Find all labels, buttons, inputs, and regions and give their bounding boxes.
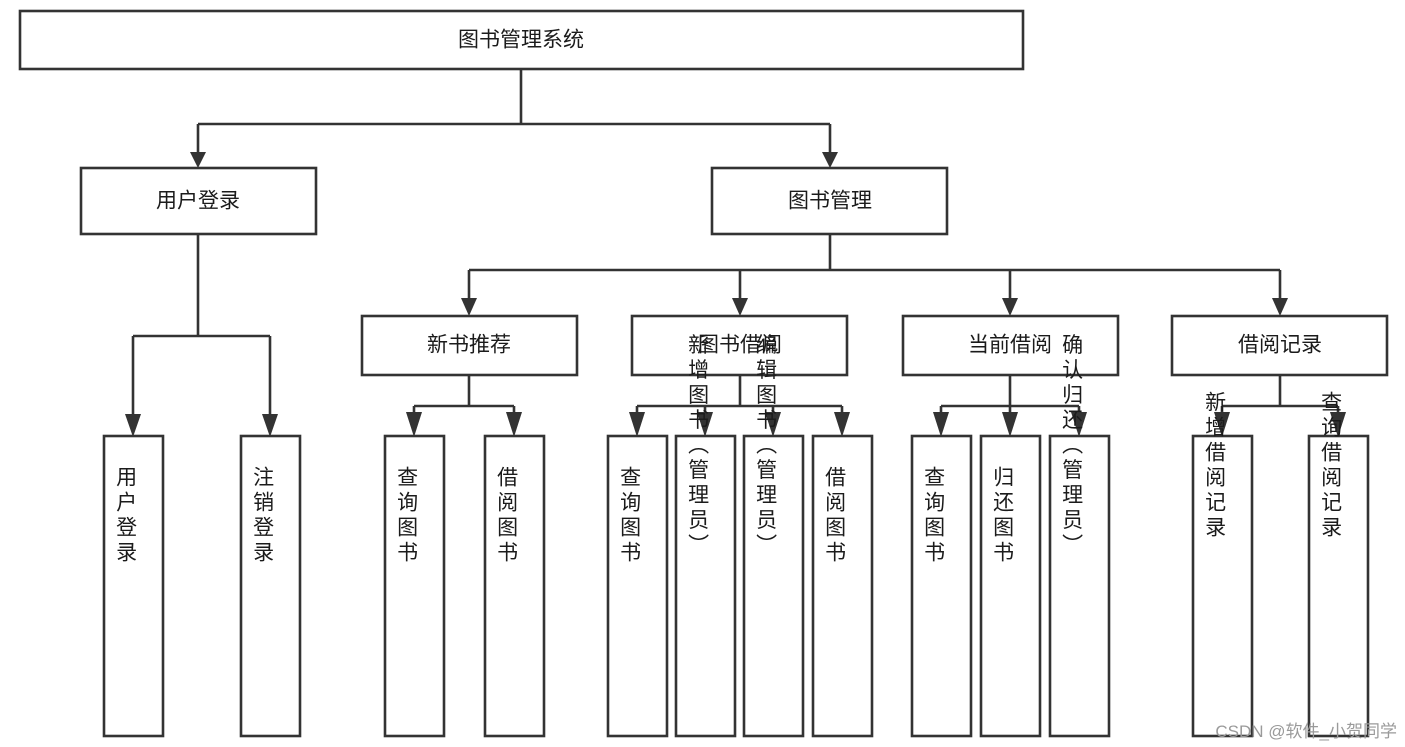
node-new-book-rec-box[interactable] [360, 314, 579, 377]
node-leaf-add-record-box[interactable] [1191, 434, 1254, 738]
node-leaf-query-book-2-box[interactable] [606, 434, 669, 738]
node-leaf-user-login[interactable]: 用户登录 [102, 434, 165, 738]
node-leaf-user-login-box[interactable] [102, 434, 165, 738]
arrow-to-book-mgmt [822, 152, 838, 168]
node-new-book-rec[interactable]: 新书推荐 [360, 314, 579, 377]
node-current-borrow-label: 当前借阅 [968, 334, 1052, 357]
node-leaf-logout[interactable]: 注销登录 [239, 434, 302, 738]
node-current-borrow-box[interactable] [901, 314, 1120, 377]
node-leaf-query-record[interactable]: 查询借阅记录 [1307, 391, 1370, 738]
node-borrow-record-box[interactable] [1170, 314, 1389, 377]
connector-group-book-borrow-to-leaves [629, 375, 850, 437]
node-leaf-confirm-return-box[interactable] [1048, 434, 1111, 738]
node-leaf-logout-label: 注销登录 [251, 466, 275, 566]
node-leaf-return-book-box[interactable] [979, 434, 1042, 738]
connector-group-book-mgmt-to-level2 [461, 234, 1288, 316]
arrow-to-leaf-query-record [1330, 412, 1346, 437]
node-leaf-edit-book-label: 编辑图书（管理员） [754, 334, 778, 559]
node-leaf-edit-book-box[interactable] [742, 434, 805, 738]
node-leaf-query-book-1[interactable]: 查询图书 [383, 434, 446, 738]
node-leaf-edit-book[interactable]: 编辑图书（管理员） [742, 334, 805, 738]
node-leaf-return-book[interactable]: 归还图书 [979, 434, 1042, 738]
node-leaf-query-record-label: 查询借阅记录 [1319, 391, 1343, 541]
node-leaf-add-book-box[interactable] [674, 434, 737, 738]
arrow-to-book-borrow [732, 298, 748, 316]
arrow-to-leaf-add-record [1214, 412, 1230, 437]
node-leaf-borrow-book-1-label: 借阅图书 [495, 466, 519, 566]
connector-group-root-to-level1 [190, 69, 838, 168]
node-book-mgmt-box[interactable] [710, 166, 949, 236]
node-book-mgmt[interactable]: 图书管理 [710, 166, 949, 236]
node-leaf-add-book-label: 新增图书（管理员） [686, 334, 710, 559]
node-borrow-record-label: 借阅记录 [1238, 334, 1322, 357]
node-user-login-label: 用户登录 [156, 190, 240, 213]
node-leaf-confirm-return-label: 确认归还（管理员） [1060, 334, 1084, 559]
node-leaf-query-book-2[interactable]: 查询图书 [606, 434, 669, 738]
node-root[interactable]: 图书管理系统 [18, 9, 1025, 71]
node-root-label: 图书管理系统 [458, 29, 584, 52]
arrow-to-leaf-add-book [697, 412, 713, 437]
node-leaf-borrow-book-1-box[interactable] [483, 434, 546, 738]
node-user-login-box[interactable] [79, 166, 318, 236]
node-leaf-add-record-label: 新增借阅记录 [1203, 391, 1227, 541]
node-book-mgmt-label: 图书管理 [788, 190, 872, 213]
arrow-to-leaf-query-book-1 [406, 412, 422, 437]
arrow-to-leaf-confirm-return [1071, 412, 1087, 437]
arrow-to-leaf-edit-book [765, 412, 781, 437]
arrow-to-leaf-query-book-2 [629, 412, 645, 437]
arrow-to-leaf-user-login [125, 414, 141, 437]
node-new-book-rec-label: 新书推荐 [427, 334, 511, 357]
arrow-to-borrow-record [1272, 298, 1288, 316]
node-leaf-query-book-3-label: 查询图书 [922, 466, 946, 566]
connector-group-borrow-record-to-leaves [1214, 375, 1346, 437]
node-leaf-query-book-3[interactable]: 查询图书 [910, 434, 973, 738]
node-leaf-add-book[interactable]: 新增图书（管理员） [674, 334, 737, 738]
arrow-to-new-book-rec [461, 298, 477, 316]
connector-group-new-book-rec-to-leaves [406, 375, 522, 437]
node-leaf-borrow-book-2-label: 借阅图书 [823, 466, 847, 566]
node-leaf-borrow-book-1[interactable]: 借阅图书 [483, 434, 546, 738]
node-leaf-return-book-label: 归还图书 [991, 466, 1015, 566]
arrow-to-leaf-borrow-book-2 [834, 412, 850, 437]
node-book-borrow-box[interactable] [630, 314, 849, 377]
node-leaf-logout-box[interactable] [239, 434, 302, 738]
node-current-borrow[interactable]: 当前借阅 [901, 314, 1120, 377]
node-leaf-query-record-box[interactable] [1307, 434, 1370, 738]
arrow-to-leaf-borrow-book-1 [506, 412, 522, 437]
arrow-to-leaf-query-book-3 [933, 412, 949, 437]
node-book-borrow[interactable]: 图书借阅 [630, 314, 849, 377]
arrow-to-current-borrow [1002, 298, 1018, 316]
node-borrow-record[interactable]: 借阅记录 [1170, 314, 1389, 377]
arrow-to-leaf-logout [262, 414, 278, 437]
arrow-to-user-login [190, 152, 206, 168]
node-leaf-borrow-book-2-box[interactable] [811, 434, 874, 738]
node-leaf-confirm-return[interactable]: 确认归还（管理员） [1048, 334, 1111, 738]
node-leaf-user-login-label: 用户登录 [114, 466, 138, 566]
node-leaf-query-book-1-box[interactable] [383, 434, 446, 738]
node-leaf-query-book-2-label: 查询图书 [618, 466, 642, 566]
node-leaf-query-book-1-label: 查询图书 [395, 466, 419, 566]
node-user-login[interactable]: 用户登录 [79, 166, 318, 236]
node-leaf-add-record[interactable]: 新增借阅记录 [1191, 391, 1254, 738]
connector-group-current-borrow-to-leaves [933, 375, 1087, 437]
node-book-borrow-label: 图书借阅 [698, 334, 782, 357]
node-leaf-borrow-book-2[interactable]: 借阅图书 [811, 434, 874, 738]
node-root-box[interactable] [18, 9, 1025, 71]
connector-group-user-login-to-leaves [125, 234, 278, 437]
arrow-to-leaf-return-book [1002, 412, 1018, 437]
node-leaf-query-book-3-box[interactable] [910, 434, 973, 738]
